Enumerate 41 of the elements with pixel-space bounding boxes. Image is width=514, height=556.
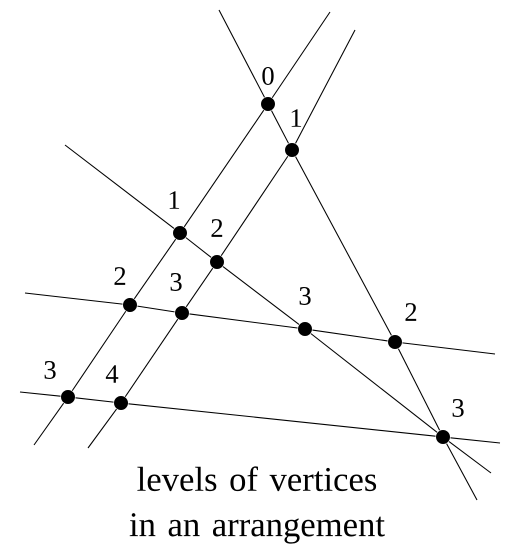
- level-number: 3: [44, 361, 56, 379]
- line: [24, 292, 123, 305]
- line: [220, 156, 288, 256]
- line: [64, 144, 174, 229]
- line: [402, 342, 496, 355]
- line: [20, 391, 61, 397]
- level-number: 3: [170, 273, 182, 291]
- level-number: 3: [452, 399, 464, 417]
- line: [448, 441, 492, 474]
- line: [295, 30, 356, 144]
- level-number: 1: [170, 191, 180, 209]
- level-number: 2: [406, 303, 416, 321]
- line: [398, 348, 440, 431]
- level-number: 0: [262, 67, 274, 85]
- line: [34, 402, 64, 446]
- line: [218, 10, 265, 98]
- line: [295, 156, 392, 336]
- line: [134, 238, 176, 300]
- line: [184, 110, 264, 228]
- level-number: 3: [300, 287, 311, 305]
- line: [272, 12, 330, 98]
- line: [450, 437, 500, 444]
- line: [446, 443, 478, 500]
- line: [88, 408, 117, 448]
- line: [137, 306, 175, 312]
- line: [312, 330, 388, 342]
- level-number: 4: [106, 365, 118, 383]
- line: [271, 110, 289, 144]
- level-number: 1: [292, 109, 302, 127]
- line: [128, 403, 436, 437]
- line: [310, 333, 438, 433]
- line: [124, 318, 178, 398]
- line: [189, 313, 298, 329]
- level-number: 2: [212, 219, 222, 237]
- level-number: 2: [114, 267, 126, 285]
- caption: levels of vertices in an arrangement: [130, 466, 385, 544]
- line: [75, 397, 114, 403]
- line: [186, 237, 212, 258]
- line: [222, 266, 300, 325]
- line: [186, 268, 214, 308]
- line: [72, 310, 126, 392]
